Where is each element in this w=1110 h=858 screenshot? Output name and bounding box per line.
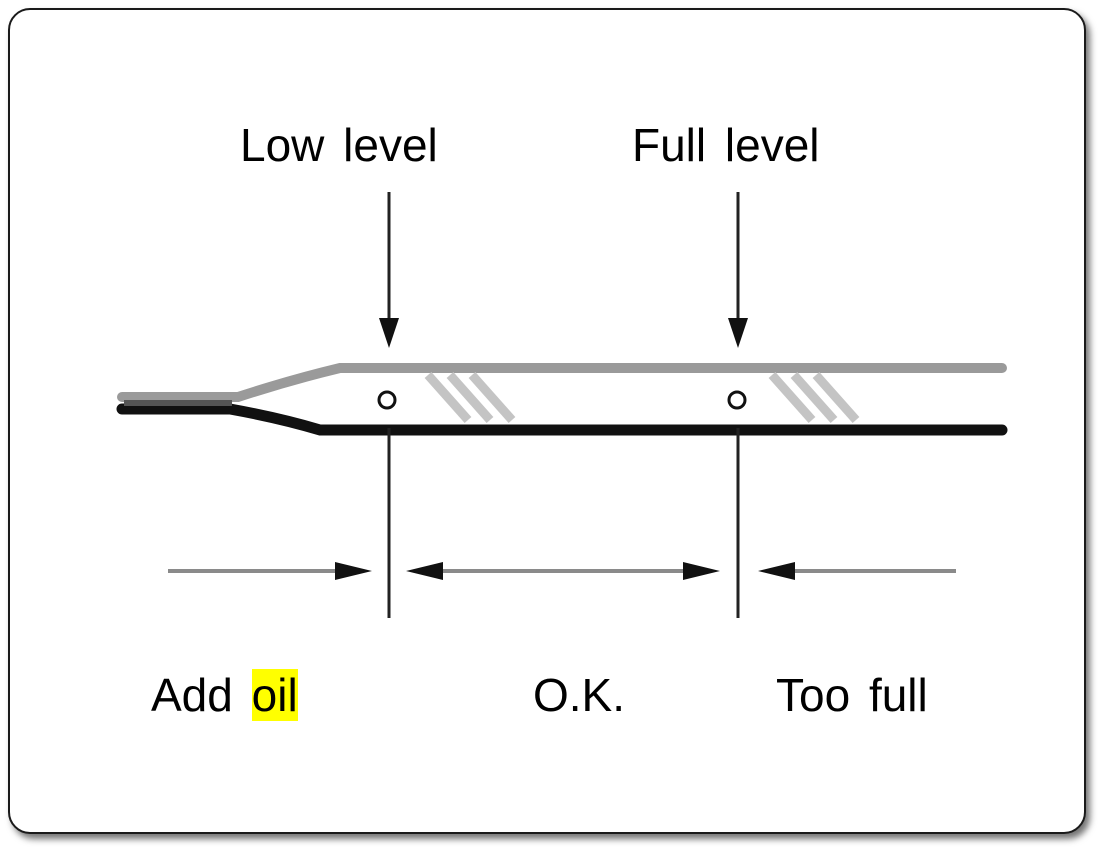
low-level-label: Low level — [240, 119, 438, 171]
low-level-pointer — [379, 192, 399, 348]
full-level-label: Full level — [632, 119, 820, 171]
oil-word-highlighted: oil — [251, 669, 298, 721]
full-level-pointer — [728, 192, 748, 348]
dipstick-neck-top — [117, 363, 1007, 402]
too-full-label: Too full — [776, 669, 928, 721]
diagram-frame — [8, 8, 1086, 834]
arrow-head-icon — [683, 562, 720, 580]
arrow-down-icon — [728, 318, 748, 348]
add-word: Add — [151, 669, 233, 721]
ok-label: O.K. — [533, 669, 626, 721]
arrow-down-icon — [379, 318, 399, 348]
range-indicator — [168, 562, 956, 580]
arrow-head-icon — [406, 562, 443, 580]
hatch-marks-full — [768, 372, 860, 423]
low-level-hole-marker — [377, 390, 397, 410]
hatch-marks-low — [424, 372, 516, 423]
dipstick-neck-bottom — [116, 403, 1008, 436]
arrow-head-icon — [758, 562, 795, 580]
arrow-head-icon — [335, 562, 372, 580]
dipstick — [116, 363, 1008, 436]
full-level-hole-marker — [727, 390, 747, 410]
add-oil-label: Add oil — [151, 669, 298, 721]
